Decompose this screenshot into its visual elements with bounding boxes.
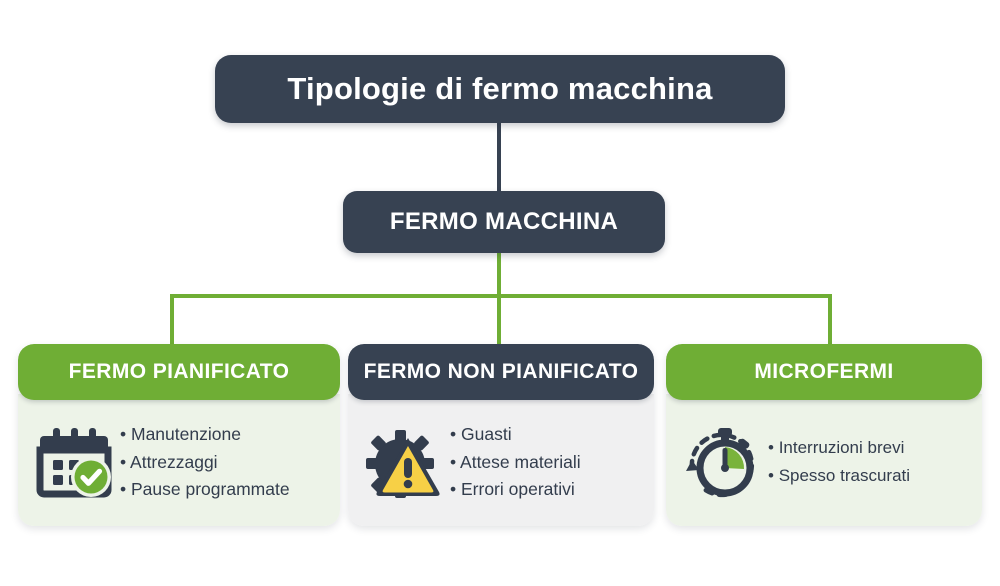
list-item: Pause programmate: [120, 477, 290, 502]
category-card-fermo-pianificato: FERMO PIANIFICATO: [18, 344, 340, 526]
card-header-microfermi: MICROFERMI: [666, 344, 982, 400]
bullet-list: Interruzioni brevi Spesso trascurati: [764, 436, 910, 487]
category-card-fermo-non-pianificato: FERMO NON PIANIFICATO: [348, 344, 654, 526]
list-item: Attrezzaggi: [120, 450, 290, 475]
card-body-microfermi: Interruzioni brevi Spesso trascurati: [666, 394, 982, 526]
card-header-fermo-non-pianificato: FERMO NON PIANIFICATO: [348, 344, 654, 400]
stopwatch-icon: [680, 420, 764, 504]
connector-title-to-subtitle: [497, 118, 501, 196]
connector-drop-middle: [497, 294, 501, 346]
card-body-fermo-pianificato: Manutenzione Attrezzaggi Pause programma…: [18, 394, 340, 526]
list-item: Spesso trascurati: [768, 464, 910, 488]
card-header-label: FERMO NON PIANIFICATO: [363, 360, 639, 383]
root-node-box: FERMO MACCHINA: [343, 191, 665, 253]
card-header-label: MICROFERMI: [754, 360, 894, 383]
connector-drop-right: [828, 294, 832, 346]
connector-horizontal-bar: [170, 294, 832, 298]
card-body-fermo-non-pianificato: Guasti Attese materiali Errori operativi: [348, 394, 654, 526]
category-card-microfermi: MICROFERMI: [666, 344, 982, 526]
list-item: Attese materiali: [450, 450, 581, 475]
card-header-fermo-pianificato: FERMO PIANIFICATO: [18, 344, 340, 400]
connector-subtitle-down: [497, 250, 501, 298]
page-title: Tipologie di fermo macchina: [287, 71, 713, 106]
card-header-label: FERMO PIANIFICATO: [68, 360, 290, 383]
list-item: Manutenzione: [120, 422, 290, 447]
bullet-list: Manutenzione Attrezzaggi Pause programma…: [116, 422, 290, 503]
gear-warning-icon: [362, 420, 446, 504]
calendar-check-icon: [32, 420, 116, 504]
list-item: Errori operativi: [450, 477, 581, 502]
root-node-label: FERMO MACCHINA: [389, 208, 619, 235]
connector-drop-left: [170, 294, 174, 346]
list-item: Guasti: [450, 422, 581, 447]
bullet-list: Guasti Attese materiali Errori operativi: [446, 422, 581, 503]
list-item: Interruzioni brevi: [768, 436, 910, 460]
diagram-title-box: Tipologie di fermo macchina: [215, 55, 785, 123]
